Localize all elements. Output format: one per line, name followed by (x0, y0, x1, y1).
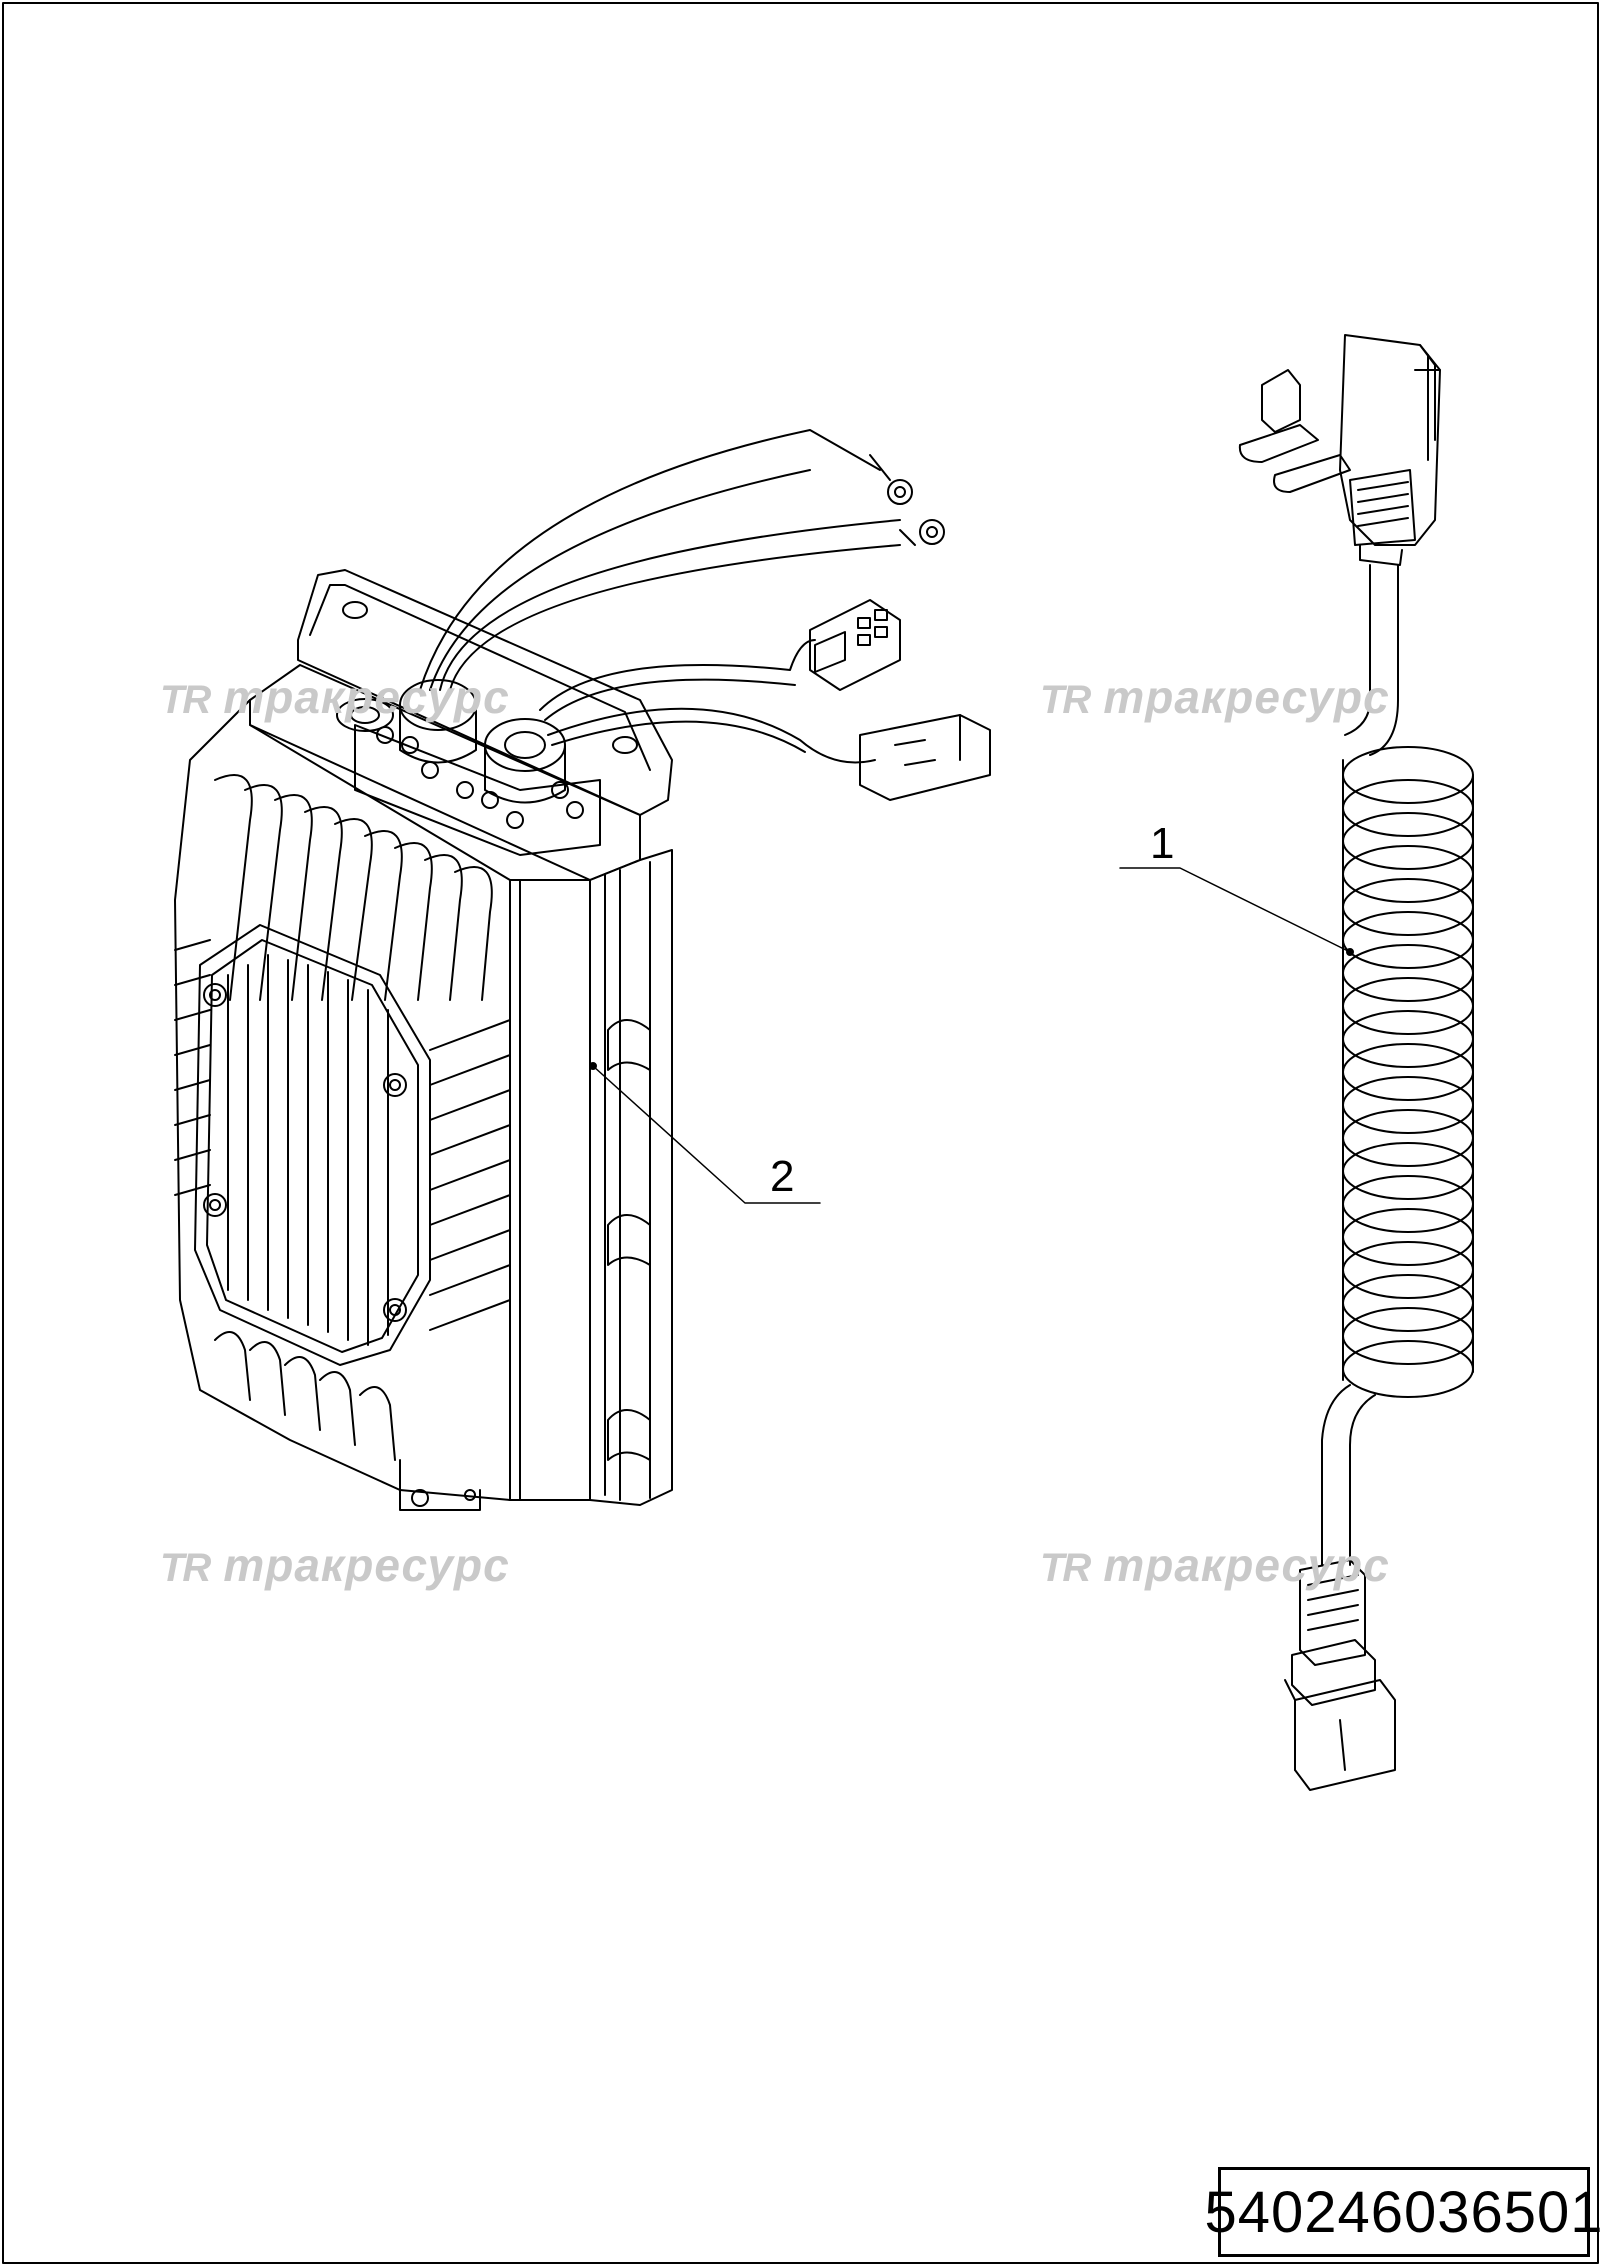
part-number-box: 540246036501 (1204, 2167, 1601, 2257)
callout-2-leader (589, 1062, 821, 1204)
callout-1-leader (1119, 867, 1354, 956)
callout-label-2: 2 (770, 1152, 795, 1201)
charger-unit (174, 429, 991, 1511)
coil-loops (1342, 746, 1474, 1398)
power-cord (1238, 334, 1474, 1791)
callout-label-1: 1 (1150, 819, 1175, 868)
part-number: 540246036501 (1204, 2179, 1601, 2245)
